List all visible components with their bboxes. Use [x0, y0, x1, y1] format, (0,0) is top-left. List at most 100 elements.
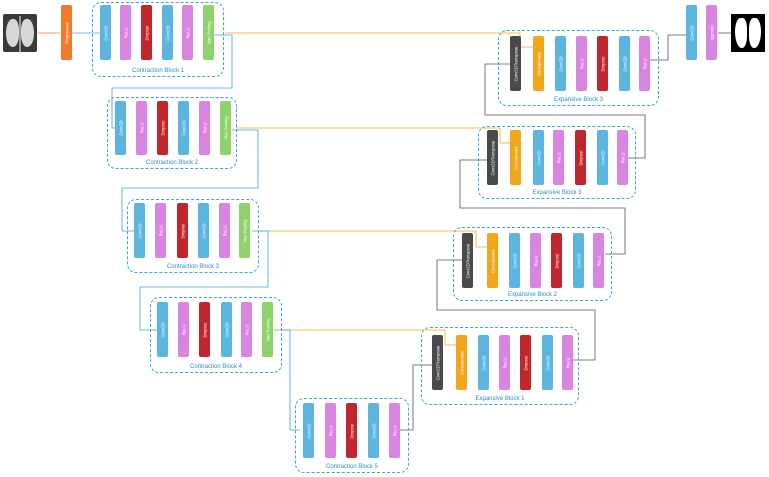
skip-connection-1	[225, 32, 538, 48]
flow-e3b-to-e3a	[484, 63, 646, 159]
output-sigmoid: Sigmoid	[706, 5, 717, 60]
e2-concatenate: Concatenate	[487, 233, 498, 288]
layer-label: ReLU	[123, 27, 128, 38]
layer-label: Conv2DTranspose	[490, 140, 495, 175]
e3b-conv-2: Conv2D	[597, 130, 608, 185]
layer-label: Dropout	[554, 253, 559, 268]
c5-relu-1: ReLU	[325, 403, 336, 458]
e1-conv-1: Conv2D	[478, 335, 489, 390]
e2-dropout: Dropout	[551, 233, 562, 288]
c4-dropout: Dropout	[199, 302, 210, 357]
layer-label: ReLU	[579, 58, 584, 69]
e1-conv-2: Conv2D	[542, 335, 553, 390]
contraction-block-4: Contraction Block 4	[150, 297, 282, 373]
layer-label: ReLU	[139, 122, 144, 134]
c3-conv-1: Conv2D	[134, 203, 145, 258]
layer-label: ReLU	[642, 58, 647, 69]
left-lung-mask	[735, 18, 747, 48]
e1-conv2dtranspose: Conv2DTranspose	[432, 335, 443, 390]
layer-label: Concatenate	[459, 350, 464, 375]
expansive-block-2: Expansive Block 2	[453, 227, 612, 301]
e3a-conv2dtranspose: Conv2DTranspose	[510, 36, 521, 91]
layer-label: Conv2D	[536, 149, 541, 166]
flow-e1-to-e2	[436, 259, 596, 361]
spine-shape	[19, 16, 21, 52]
c1-max-pooling: Max Pooling	[203, 5, 214, 60]
e2-conv2dtranspose: Conv2DTranspose	[462, 233, 473, 288]
e1-relu-1: ReLU	[499, 335, 510, 390]
layer-label: ReLU	[620, 152, 625, 163]
layer-label: Sigmoid	[709, 24, 714, 41]
layer-label: ReLU	[158, 225, 163, 236]
contraction-block-2-label: Contraction Block 2	[145, 160, 199, 166]
layer-label: Concatenate	[536, 51, 541, 76]
layer-label: Conv2D	[512, 252, 517, 269]
flow-c3-to-c4	[139, 230, 269, 331]
layer-label: Conv2D	[481, 354, 486, 371]
layer-label: Conv2DTranspose	[435, 345, 440, 380]
layer-label: ReLU	[502, 357, 507, 368]
c5-dropout: Dropout	[346, 403, 357, 458]
layer-label: Conv2D	[103, 24, 108, 41]
left-lung-shape	[6, 19, 19, 47]
e1-dropout: Dropout	[520, 335, 531, 390]
flow-c2-to-c3	[121, 129, 259, 232]
expansive-block-1: Expansive Block 1	[421, 327, 579, 405]
c3-relu-2: ReLU	[219, 203, 230, 258]
c2-conv-1: Conv2D	[115, 101, 126, 155]
e3b-concatenate: Concatenate	[510, 130, 521, 185]
c2-relu-1: ReLU	[136, 101, 147, 155]
layer-label: Dropout	[144, 25, 149, 40]
layer-label: Dropout	[523, 355, 528, 370]
e3a-relu-2: ReLU	[639, 36, 650, 91]
e1-concatenate: Concatenate	[456, 335, 467, 390]
layer-label: Dropout	[202, 322, 207, 337]
layer-label: ReLU	[222, 225, 227, 236]
lung-mask-image	[731, 14, 765, 52]
layer-label: Conv2D	[371, 422, 376, 439]
flow-c1-to-c2	[111, 34, 233, 129]
layer-label: Conv2D	[118, 120, 123, 136]
contraction-block-4-label: Contraction Block 4	[189, 364, 243, 370]
layer-label: Preprocess	[64, 21, 69, 44]
layer-label: ReLU	[244, 324, 249, 335]
layer-label: Concatenate	[513, 145, 518, 170]
e2-relu-1: ReLU	[530, 233, 541, 288]
c2-relu-2: ReLU	[199, 101, 210, 155]
chest-xray-image	[3, 14, 37, 52]
layer-label: ReLU	[533, 255, 538, 266]
expansive-block-1-label: Expansive Block 1	[475, 396, 525, 402]
layer-label: Max Pooling	[223, 116, 228, 140]
e3b-dropout: Dropout	[575, 130, 586, 185]
c1-dropout: Dropout	[141, 5, 152, 60]
contraction-block-1-label: Contraction Block 1	[131, 68, 185, 74]
layer-label: Conv2D	[201, 222, 206, 239]
c4-conv-1: Conv2D	[157, 302, 168, 357]
c3-dropout: Dropout	[177, 203, 188, 258]
c1-conv-2: Conv2D	[162, 5, 173, 60]
layer-label: ReLU	[328, 425, 333, 436]
c3-relu-1: ReLU	[155, 203, 166, 258]
output-conv2d: Conv2D	[686, 5, 697, 60]
layer-label: Concatenate	[490, 248, 495, 273]
e3b-relu-2: ReLU	[617, 130, 628, 185]
preprocess-layer: Preprocess	[61, 5, 72, 60]
c5-conv-1: Conv2D	[303, 403, 314, 458]
e3a-conv-2: Conv2D	[619, 36, 630, 91]
layer-label: Conv2D	[224, 321, 229, 338]
e3a-concatenate: Concatenate	[533, 36, 544, 91]
c5-relu-2: ReLU	[389, 403, 400, 458]
layer-label: ReLU	[185, 27, 190, 38]
layer-label: ReLU	[202, 122, 207, 134]
skip-connection-2	[236, 127, 517, 144]
contraction-block-2: Contraction Block 2	[107, 97, 237, 169]
layer-label: ReLU	[181, 324, 186, 335]
layer-label: Conv2D	[558, 55, 563, 72]
e3b-relu-1: ReLU	[553, 130, 564, 185]
c1-conv-1: Conv2D	[100, 5, 111, 60]
expansive-block-3-top: Expansive Block 3	[498, 30, 659, 106]
c5-conv-2: Conv2D	[368, 403, 379, 458]
c2-max-pooling: Max Pooling	[220, 101, 231, 155]
e2-conv-1: Conv2D	[509, 233, 520, 288]
c4-conv-2: Conv2D	[221, 302, 232, 357]
